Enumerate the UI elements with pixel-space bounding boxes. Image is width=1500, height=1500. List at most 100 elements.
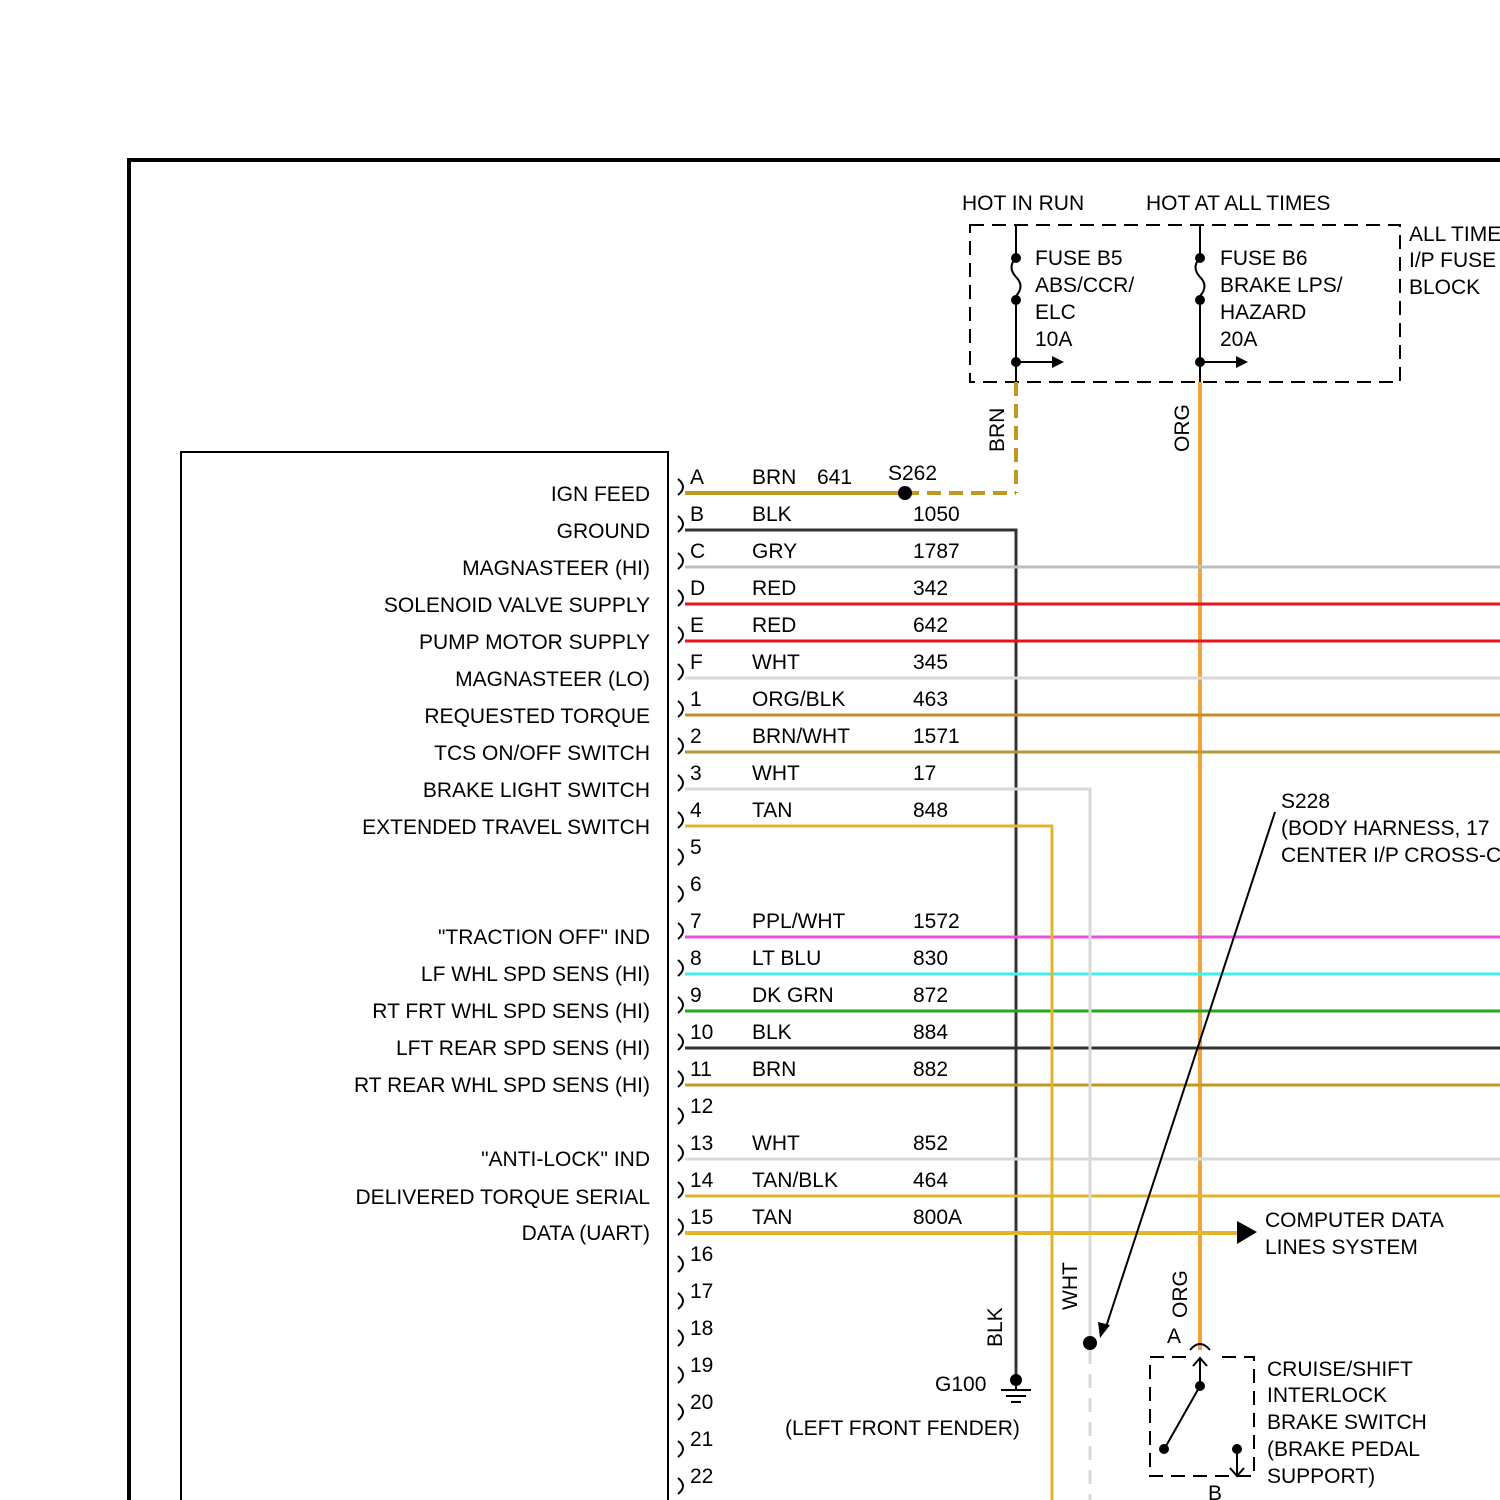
module-signal-label: REQUESTED TORQUE [424, 705, 650, 728]
org-wire-label: ORG [1171, 404, 1194, 452]
module-signal-label: PUMP MOTOR SUPPLY [419, 631, 650, 654]
pin-id: 11 [690, 1058, 712, 1081]
pin-id: C [690, 540, 705, 563]
brake-switch-label-3: BRAKE SWITCH [1267, 1411, 1427, 1434]
pin-bracket [678, 1256, 683, 1272]
s228-leader-arrow [1098, 1322, 1110, 1338]
fuse-b6-label-1: FUSE B6 [1220, 247, 1308, 270]
pin-bracket [678, 701, 683, 717]
splice-s228-dot [1083, 1336, 1097, 1350]
pin-bracket [678, 997, 683, 1013]
pin-wire-color: ORG/BLK [752, 688, 845, 711]
pin-circuit-number: 848 [913, 799, 948, 822]
module-signal-label: "TRACTION OFF" IND [438, 926, 650, 949]
pin-wire-color: BRN [752, 466, 796, 489]
ground-id: G100 [935, 1373, 986, 1396]
fuse-block-label-3: BLOCK [1409, 276, 1480, 299]
module-signal-label: LFT REAR SPD SENS (HI) [396, 1037, 650, 1060]
fuse-b5-label-1: FUSE B5 [1035, 247, 1123, 270]
pin-id: 8 [690, 947, 702, 970]
module-signal-label: GROUND [557, 520, 650, 543]
pin-circuit-number: 342 [913, 577, 948, 600]
s228-label-1: S228 [1281, 790, 1330, 813]
pin-bracket [678, 1367, 683, 1383]
module-signal-labels: IGN FEEDGROUNDMAGNASTEER (HI)SOLENOID VA… [354, 483, 650, 1245]
pin-id: 22 [690, 1465, 713, 1488]
data-lines-label-1: COMPUTER DATA [1265, 1209, 1444, 1232]
pin-circuit-number: 872 [913, 984, 948, 1007]
module-signal-label: LF WHL SPD SENS (HI) [421, 963, 650, 986]
blk-vert-label: BLK [984, 1307, 1007, 1347]
pin-bracket [678, 886, 683, 902]
pin-circuit-number: 642 [913, 614, 948, 637]
pin-id: 10 [690, 1021, 713, 1044]
s228-leader-line [1105, 812, 1275, 1330]
pin-wire-color: PPL/WHT [752, 910, 846, 933]
pin-bracket [678, 590, 683, 606]
module-signal-label: MAGNASTEER (HI) [462, 557, 650, 580]
pin-id: 4 [690, 799, 702, 822]
pin-circuit-number: 641 [817, 466, 852, 489]
pin-circuit-number: 464 [913, 1169, 948, 1192]
s228-label-2: (BODY HARNESS, 17 [1281, 817, 1490, 840]
wire-pin-3 [685, 789, 1090, 1343]
pin-id: F [690, 651, 703, 674]
pin-id: 16 [690, 1243, 713, 1266]
pin-bracket [678, 1034, 683, 1050]
pin-bracket [678, 1478, 683, 1494]
wire-pin-b-ground [685, 530, 1016, 1380]
pin-wire-color: BRN/WHT [752, 725, 850, 748]
ground-location: (LEFT FRONT FENDER) [785, 1417, 1020, 1440]
pin-id: 5 [690, 836, 702, 859]
pin-bracket [678, 627, 683, 643]
wire-layer [685, 382, 1500, 1500]
pin-wire-color: TAN [752, 799, 792, 822]
module-signal-label: DELIVERED TORQUE SERIAL [356, 1186, 650, 1209]
pin-bracket [678, 479, 683, 495]
fuse-b6-label-3: HAZARD [1220, 301, 1306, 324]
fuse-b5-label-4: 10A [1035, 328, 1072, 351]
pin-wire-color: BLK [752, 1021, 792, 1044]
pin-circuit-number: 345 [913, 651, 948, 674]
pin-bracket [678, 849, 683, 865]
pin-bracket [678, 1441, 683, 1457]
pin-wire-color: LT BLU [752, 947, 821, 970]
pin-bracket [678, 960, 683, 976]
wire-pin-4 [685, 826, 1052, 1500]
pin-circuit-number: 882 [913, 1058, 948, 1081]
pin-id: 15 [690, 1206, 713, 1229]
hot-at-all-times-label: HOT AT ALL TIMES [1146, 192, 1330, 215]
pin-bracket [678, 1071, 683, 1087]
pin-circuit-number: 1050 [913, 503, 960, 526]
pin-wire-color: WHT [752, 651, 800, 674]
pin-wire-color: TAN/BLK [752, 1169, 838, 1192]
fuse-b5-label-2: ABS/CCR/ [1035, 274, 1134, 297]
pin-bracket [678, 812, 683, 828]
module-signal-label: MAGNASTEER (LO) [455, 668, 650, 691]
module-signal-label: SOLENOID VALVE SUPPLY [384, 594, 650, 617]
pin-circuit-number: 1787 [913, 540, 960, 563]
pin-id: 18 [690, 1317, 713, 1340]
pin-bracket [678, 1219, 683, 1235]
fuse-b5-label-3: ELC [1035, 301, 1076, 324]
pin-bracket [678, 1108, 683, 1124]
pin-bracket [678, 923, 683, 939]
module-signal-label: TCS ON/OFF SWITCH [434, 742, 650, 765]
fuse-block-label-1: ALL TIMES [1409, 223, 1500, 246]
brake-switch-pin-b: B [1208, 1482, 1222, 1500]
pin-bracket [678, 664, 683, 680]
pin-bracket [678, 1404, 683, 1420]
pin-id: 6 [690, 873, 702, 896]
brn-wire-label: BRN [986, 408, 1009, 452]
pin-bracket [678, 553, 683, 569]
splice-s262-label: S262 [888, 462, 937, 485]
wht-vert-label: WHT [1059, 1262, 1082, 1310]
brake-switch-pin-a: A [1167, 1325, 1181, 1348]
s228-label-3: CENTER I/P CROSS-C [1281, 844, 1500, 867]
pin-wire-color: RED [752, 577, 796, 600]
pin-id: 20 [690, 1391, 713, 1414]
pin-id: 14 [690, 1169, 714, 1192]
pin-bracket [678, 516, 683, 532]
pin-circuit-number: 17 [913, 762, 936, 785]
pin-wire-color: GRY [752, 540, 797, 563]
